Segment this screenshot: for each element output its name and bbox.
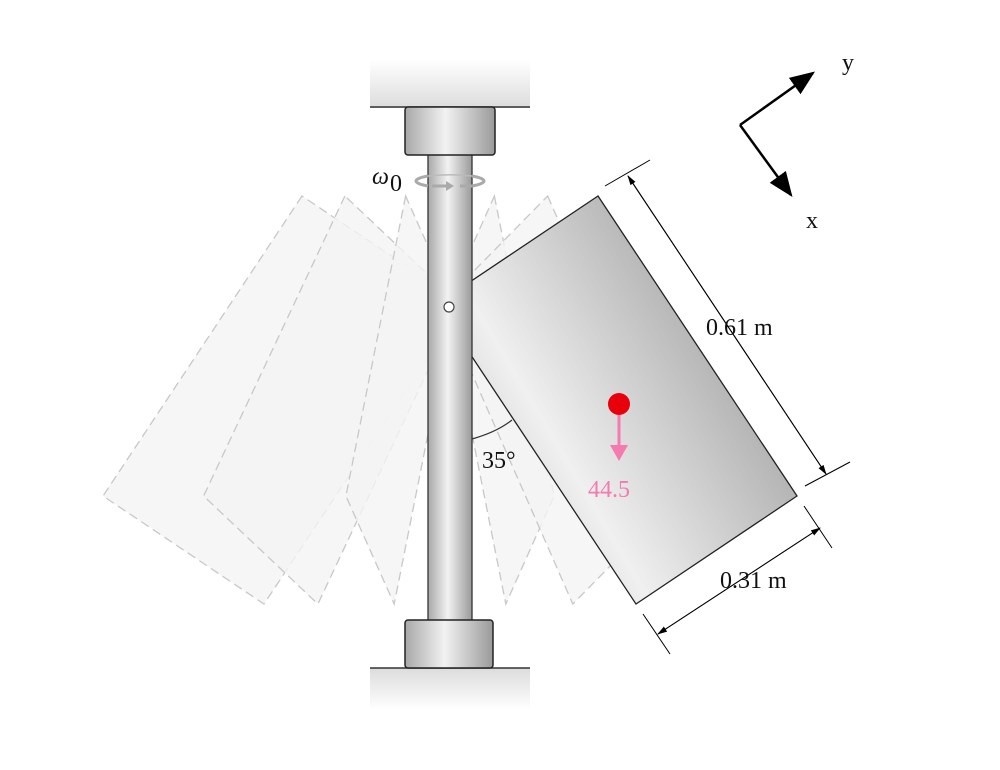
axis-y-label: y (842, 50, 854, 76)
angle-label: 35° (482, 448, 516, 474)
omega-label: ω (372, 164, 389, 190)
length-long-label: 0.61 m (706, 315, 773, 341)
omega-subscript: 0 (390, 171, 402, 197)
coordinate-axes (738, 71, 816, 198)
length-short-label: 0.31 m (720, 568, 787, 594)
ceiling-support (370, 60, 530, 108)
ghost-plate (345, 193, 455, 607)
dimension-long (604, 159, 851, 487)
angle-arc (471, 419, 513, 440)
rotation-arrow-icon (414, 174, 486, 191)
floor-support (370, 668, 530, 710)
bottom-bearing (404, 619, 494, 669)
top-bearing (404, 106, 496, 156)
weight-label: 44.5 (588, 477, 630, 503)
center-of-mass-dot (608, 393, 630, 415)
pin-hole (443, 301, 455, 313)
axis-x-label: x (806, 208, 818, 234)
shaft (427, 149, 473, 623)
dimension-short (642, 505, 833, 655)
